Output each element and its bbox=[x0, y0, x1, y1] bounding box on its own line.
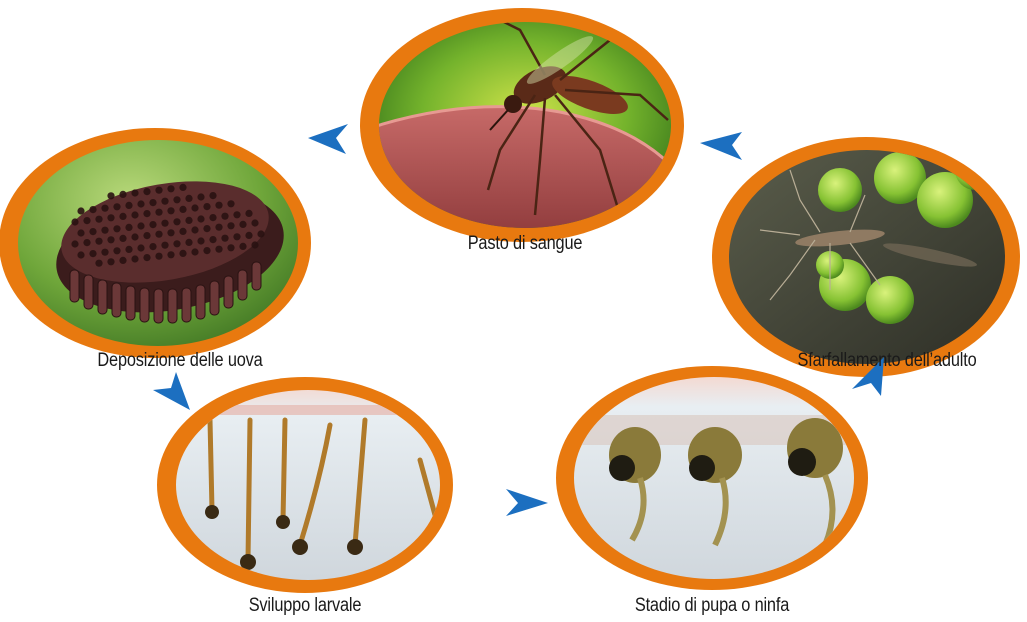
arrowhead-icon bbox=[506, 489, 548, 516]
stage-label-blood-meal: Pasto di sangue bbox=[439, 233, 611, 255]
photo-adult-emergence bbox=[712, 137, 1020, 377]
photo-blood-meal bbox=[360, 8, 684, 242]
stage-label-pupa-stage: Stadio di pupa o ninfa bbox=[600, 595, 824, 617]
photo-larval-development bbox=[157, 377, 458, 593]
arrowhead-icon bbox=[153, 372, 190, 410]
arrowhead-icon bbox=[700, 132, 742, 160]
photo-egg-laying bbox=[0, 128, 311, 358]
stage-label-egg-laying: Deposizione delle uova bbox=[68, 350, 292, 372]
stage-label-adult-emergence: Sfarfallamento dell’adulto bbox=[771, 350, 1003, 372]
stage-label-larval-development: Sviluppo larvale bbox=[219, 595, 391, 617]
photo-pupa-stage bbox=[556, 366, 870, 590]
arrowhead-icon bbox=[308, 124, 348, 154]
